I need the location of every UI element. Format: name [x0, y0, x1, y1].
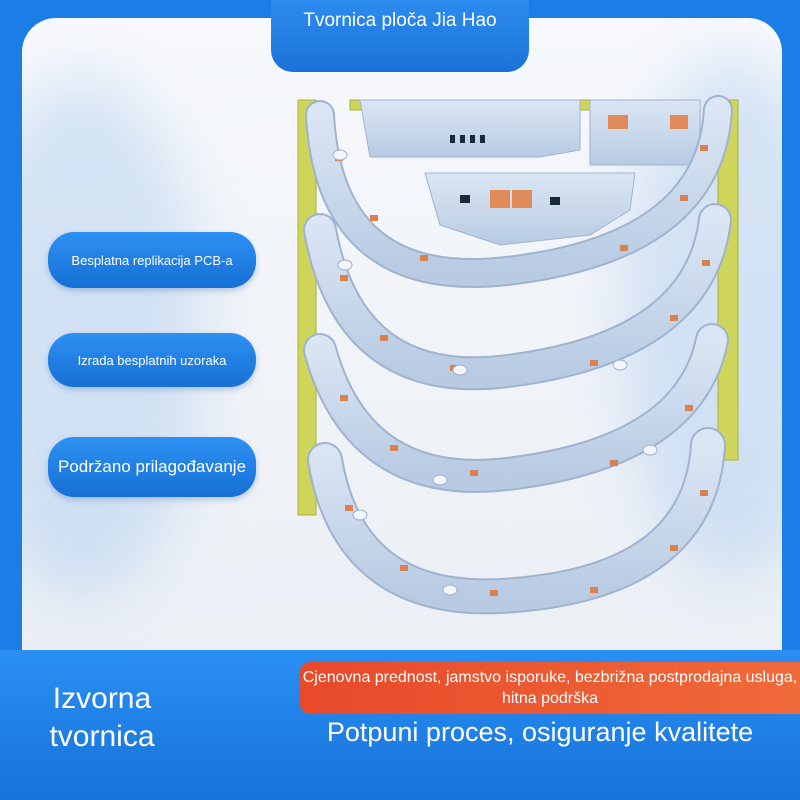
footer-left-label: Izvorna tvornica: [49, 682, 155, 753]
feature-badge-replication: Besplatna replikacija PCB-a: [48, 232, 256, 288]
feature-badge-samples: Izrada besplatnih uzoraka: [48, 333, 256, 387]
substrate-frame: [297, 99, 739, 516]
footer-main-text: Potpuni proces, osiguranje kvalitete: [326, 717, 754, 747]
mount-holes: [332, 149, 658, 596]
footer-orange-banner: Cjenovna prednost, jamstvo isporuke, bez…: [300, 662, 800, 714]
product-image: [290, 95, 750, 625]
footer-orange-text: Cjenovna prednost, jamstvo isporuke, bez…: [302, 669, 798, 707]
feature-label: Izrada besplatnih uzoraka: [77, 352, 227, 368]
feature-label: Podržano prilagođavanje: [57, 457, 247, 476]
page-title-text: Tvornica ploča Jia Hao: [303, 10, 497, 31]
feature-label: Besplatna replikacija PCB-a: [71, 252, 233, 268]
feature-badge-customization: Podržano prilagođavanje: [48, 437, 256, 497]
arc-boards: [303, 95, 733, 615]
pcb-boards-illustration: [297, 95, 739, 615]
page-title: Tvornica ploča Jia Hao: [271, 0, 529, 72]
